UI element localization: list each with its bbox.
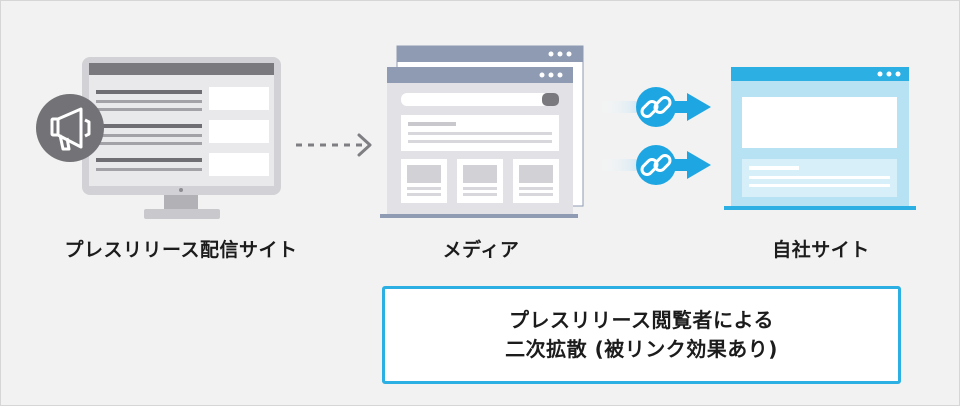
megaphone-icon	[36, 94, 104, 162]
link-icon	[640, 96, 672, 118]
result-box: プレスリリース閲覧者による 二次拡散 (被リンク効果あり)	[382, 286, 901, 384]
flow-arrow-dashed	[296, 133, 372, 157]
label-distribution-site: プレスリリース配信サイト	[64, 239, 298, 261]
label-media: メディア	[442, 239, 520, 261]
link-arrow-bottom	[599, 145, 711, 185]
media-illustration	[380, 45, 584, 218]
link-arrow-top	[599, 87, 711, 127]
own-site-illustration	[724, 67, 916, 210]
result-line-2: 二次拡散 (被リンク効果あり)	[505, 337, 778, 361]
monitor-illustration	[82, 57, 281, 219]
label-own-site: 自社サイト	[772, 239, 870, 261]
result-line-1: プレスリリース閲覧者による	[509, 308, 774, 332]
link-icon	[640, 154, 672, 176]
